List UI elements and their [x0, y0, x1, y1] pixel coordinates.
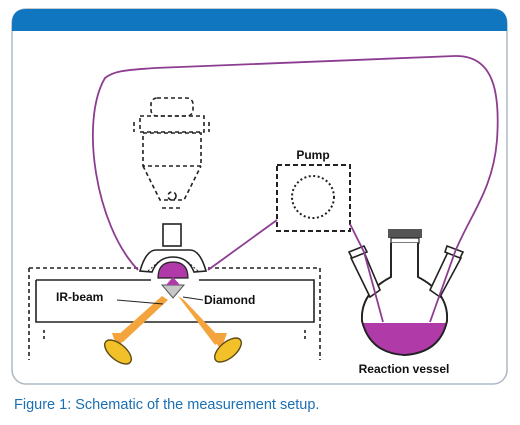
atr-sensor-head	[138, 249, 208, 279]
diamond-crystal	[160, 277, 186, 299]
header-bar	[12, 9, 507, 31]
mirror-left-icon	[104, 339, 132, 365]
ir-beam-leader	[116, 299, 164, 305]
reaction-vessel-label: Reaction vessel	[359, 362, 450, 376]
spectrometer-housing	[28, 267, 321, 360]
probe-head	[133, 97, 210, 209]
side-neck-right	[428, 244, 465, 299]
figure-caption: Figure 1: Schematic of the measurement s…	[14, 397, 320, 413]
ir-beam-label: IR-beam	[56, 290, 103, 304]
pump-label: Pump	[296, 148, 329, 162]
diamond-label: Diamond	[204, 293, 255, 307]
probe-shaft	[162, 223, 182, 247]
optical-bench	[35, 279, 315, 340]
diamond-leader	[182, 296, 204, 301]
pump	[276, 164, 351, 232]
tubing	[91, 55, 499, 323]
mirror-right-icon	[214, 337, 242, 363]
pump-rotor-icon	[291, 175, 335, 219]
